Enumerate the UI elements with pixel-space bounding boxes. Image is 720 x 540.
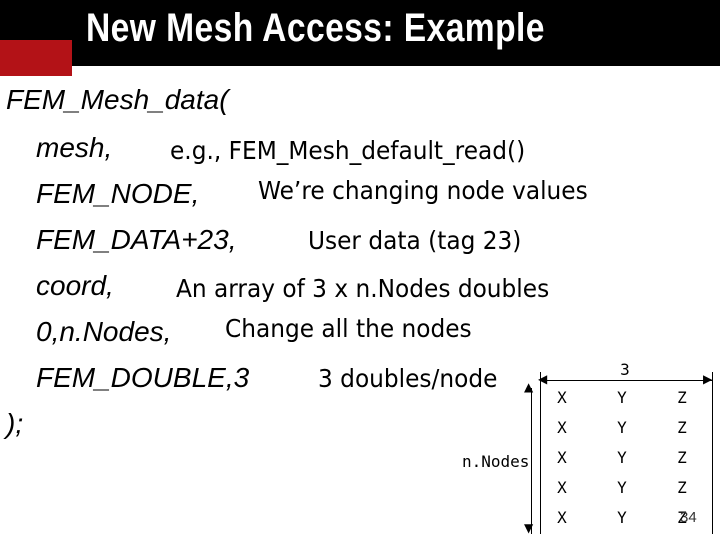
cell-y: Y <box>617 448 627 467</box>
rows-arrow-up-icon: ▲ <box>524 380 534 394</box>
note-range: Change all the nodes <box>225 314 472 343</box>
note-mesh: e.g., FEM_Mesh_default_read() <box>170 136 526 165</box>
cell-y: Y <box>617 508 627 527</box>
cell-x: X <box>557 478 567 497</box>
code-arg-node: FEM_NODE, <box>36 178 200 209</box>
title-bar <box>0 0 720 66</box>
code-arg-mesh: mesh, <box>36 132 113 163</box>
width-arrow-left-icon: ◀ <box>538 372 548 386</box>
cell-x: X <box>557 508 567 527</box>
cell-x: X <box>557 418 567 437</box>
rows-arrow-down-icon: ▼ <box>524 521 534 535</box>
code-arg-coord: coord, <box>36 270 114 301</box>
cell-x: X <box>557 448 567 467</box>
rows-arrow <box>531 388 532 534</box>
width-tick-right <box>712 372 713 388</box>
cell-y: Y <box>617 478 627 497</box>
code-arg-range: 0,n.Nodes, <box>36 316 172 347</box>
width-label: 3 <box>620 360 630 379</box>
note-coord: An array of 3 x n.Nodes doubles <box>176 274 550 303</box>
page-number: 34 <box>680 509 697 526</box>
code-call: FEM_Mesh_data( <box>6 84 229 115</box>
note-data: User data (tag 23) <box>308 226 522 255</box>
width-arrow-right-icon: ▶ <box>703 372 713 386</box>
cell-x: X <box>557 388 567 407</box>
cell-y: Y <box>617 418 627 437</box>
cell-y: Y <box>617 388 627 407</box>
code-close: ); <box>6 408 24 439</box>
code-arg-type: FEM_DOUBLE,3 <box>36 362 250 393</box>
width-tick-left <box>540 372 541 388</box>
slide-title: New Mesh Access: Example <box>86 6 545 50</box>
note-type: 3 doubles/node <box>318 364 498 393</box>
width-arrow <box>540 380 712 381</box>
cell-z: Z <box>677 418 687 437</box>
note-node: We’re changing node values <box>258 176 588 205</box>
table-border-left <box>540 384 541 534</box>
table-border-right <box>712 384 713 534</box>
cell-z: Z <box>677 508 687 527</box>
cell-z: Z <box>677 448 687 467</box>
cell-z: Z <box>677 478 687 497</box>
rows-label: n.Nodes <box>462 452 530 471</box>
code-arg-data: FEM_DATA+23, <box>36 224 237 255</box>
title-accent-block <box>0 40 72 76</box>
cell-z: Z <box>677 388 687 407</box>
